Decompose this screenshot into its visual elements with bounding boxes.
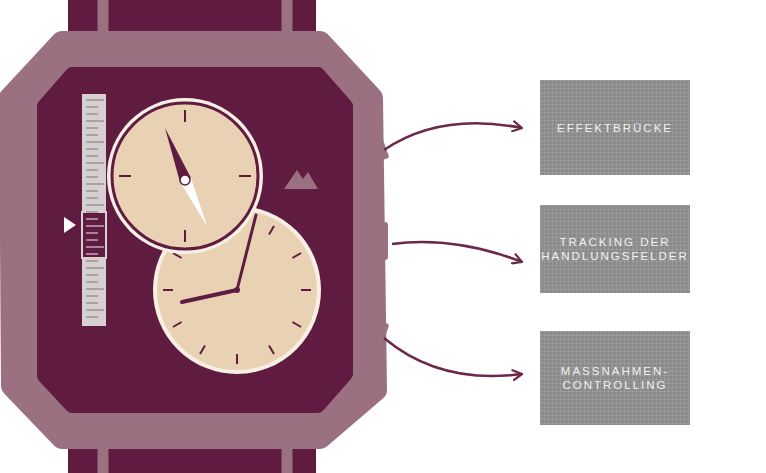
scale-tick [86, 267, 104, 268]
dial-tick [236, 354, 238, 364]
scale-tick [86, 134, 98, 135]
scale-tick [86, 253, 98, 254]
scale-tick [86, 190, 98, 191]
scale-tick [86, 316, 98, 317]
dial-tick [292, 253, 301, 258]
dial-tick [292, 322, 301, 327]
box-label: TRACKING DER HANDLUNGSFELDER [541, 235, 689, 263]
text-box: TRACKING DER HANDLUNGSFELDER [540, 205, 690, 293]
dial-tick [173, 322, 182, 327]
scale-tick [86, 148, 98, 149]
mountain-icon [284, 170, 318, 189]
scale-tick [86, 113, 98, 114]
scale-tick [86, 141, 104, 142]
scale-tick [86, 176, 98, 177]
scale-body [82, 94, 106, 326]
scale-tick [86, 246, 104, 247]
scale-tick [86, 211, 98, 212]
hour-hand [182, 290, 237, 302]
dial-ticks [163, 216, 311, 364]
box-label: EFFEKTBRÜCKE [557, 121, 673, 135]
dial-tick [269, 226, 274, 235]
pointer-triangle [64, 217, 76, 233]
scale-tick [86, 127, 98, 128]
scale-tick [86, 260, 98, 261]
text-box: EFFEKTBRÜCKE [540, 80, 690, 175]
text-box: MASSNAHMEN- CONTROLLING [540, 331, 690, 425]
dial-tick [184, 110, 186, 122]
dial-tick [200, 345, 205, 354]
scale-tick [86, 309, 104, 310]
compass-ring [107, 98, 263, 254]
dial-tick [119, 175, 131, 177]
pointer-arrow [392, 242, 522, 262]
dial-tick [163, 289, 173, 291]
scale-tick [86, 155, 98, 156]
dial-tick [184, 230, 186, 242]
scale-tick [86, 274, 98, 275]
box-label: MASSNAHMEN- CONTROLLING [546, 364, 684, 392]
dial-ticks [119, 110, 251, 242]
scale-tick [86, 99, 104, 100]
pointer-arrow [384, 338, 522, 376]
scale-tick [86, 218, 98, 219]
scale-tick [86, 239, 98, 240]
scale-tick [86, 281, 98, 282]
scale-tick [86, 120, 104, 121]
scale-tick [86, 106, 98, 107]
scale-tick [86, 288, 104, 289]
dial-tick [239, 175, 251, 177]
scale-tick [86, 225, 104, 226]
scale-tick [86, 302, 98, 303]
scale-tick [86, 169, 98, 170]
scale-bar [82, 94, 106, 326]
compass-needle [165, 128, 191, 182]
compass-dial [112, 103, 258, 249]
dial-center [180, 175, 190, 185]
scale-tick [86, 162, 104, 163]
pointer-arrow [384, 123, 522, 150]
dial-center [234, 287, 240, 293]
watch-face [44, 74, 346, 406]
dial-tick [301, 289, 311, 291]
scale-tick [86, 232, 98, 233]
scale-tick [86, 197, 98, 198]
dial-tick [269, 345, 274, 354]
scale-tick [86, 204, 104, 205]
scale-tick [86, 295, 98, 296]
scale-tick [86, 183, 104, 184]
scale-highlight [82, 212, 106, 258]
watch-case [10, 42, 376, 438]
